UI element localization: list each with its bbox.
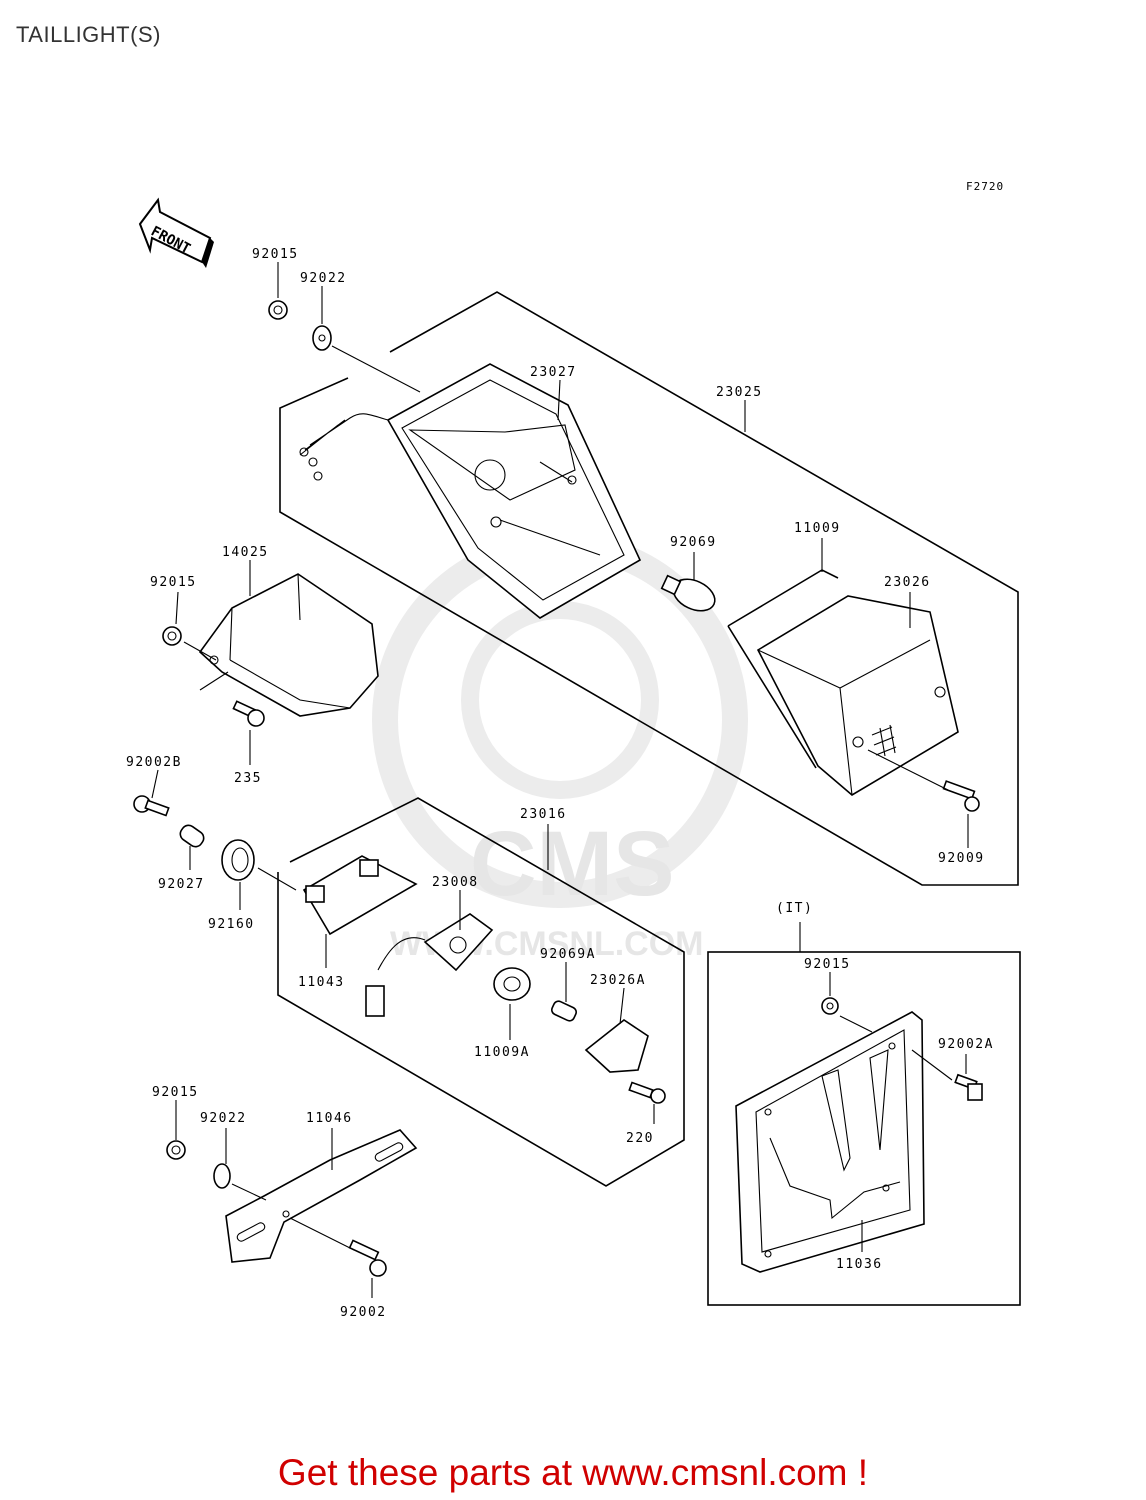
part-label-92022: 92022	[300, 271, 347, 286]
part-label-92002a: 92002A	[938, 1037, 994, 1052]
leader-lines	[151, 262, 969, 1298]
part-label-23025: 23025	[716, 385, 763, 400]
assembly-outline-23016	[277, 797, 685, 1187]
part-label-14025: 14025	[222, 545, 269, 560]
page-title: TAILLIGHT(S)	[16, 22, 161, 47]
part-label-92160: 92160	[208, 917, 255, 932]
assembly-outline-23025	[279, 291, 1019, 886]
bracket-11046	[225, 1129, 418, 1263]
bulb-92069	[660, 574, 716, 612]
part-label-92015: 92015	[152, 1085, 199, 1100]
variant-label: (IT)	[776, 901, 813, 916]
part-label-92015: 92015	[804, 957, 851, 972]
part-label-11009: 11009	[794, 521, 841, 536]
part-label-92009: 92009	[938, 851, 985, 866]
part-label-92002: 92002	[340, 1305, 387, 1320]
part-label-92015: 92015	[150, 575, 197, 590]
part-label-92069: 92069	[670, 535, 717, 550]
part-label-92069a: 92069A	[540, 947, 596, 962]
part-label-23008: 23008	[432, 875, 479, 890]
part-label-23026a: 23026A	[590, 973, 646, 988]
part-label-11036: 11036	[836, 1257, 883, 1272]
part-label-23016: 23016	[520, 807, 567, 822]
fasteners	[133, 300, 983, 1277]
part-label-235: 235	[234, 771, 262, 786]
figure-code: F2720	[966, 180, 1005, 193]
part-label-23027: 23027	[530, 365, 577, 380]
variant-box-it	[707, 951, 1021, 1306]
part-label-92002b: 92002B	[126, 755, 182, 770]
watermark-brand: CMS	[470, 813, 674, 915]
promo-banner[interactable]: Get these parts at www.cmsnl.com !	[277, 1452, 869, 1493]
watermark: CMS WWW.CMSNL.COM	[372, 532, 748, 963]
part-label-11009a: 11009A	[474, 1045, 530, 1060]
part-label-220: 220	[626, 1131, 654, 1146]
part-label-92015: 92015	[252, 247, 299, 262]
license-plate-bracket	[735, 1011, 925, 1273]
reflector	[198, 573, 379, 717]
part-label-92022: 92022	[200, 1111, 247, 1126]
front-arrow-icon: FRONT	[138, 197, 214, 268]
taillight-housing	[299, 363, 642, 619]
part-label-92027: 92027	[158, 877, 205, 892]
part-label-11043: 11043	[298, 975, 345, 990]
part-label-11046: 11046	[306, 1111, 353, 1126]
taillight-lens	[756, 595, 959, 796]
part-labels: 92015 92022 23027 23025 14025 92015 235 …	[126, 247, 994, 1320]
part-label-23026: 23026	[884, 575, 931, 590]
